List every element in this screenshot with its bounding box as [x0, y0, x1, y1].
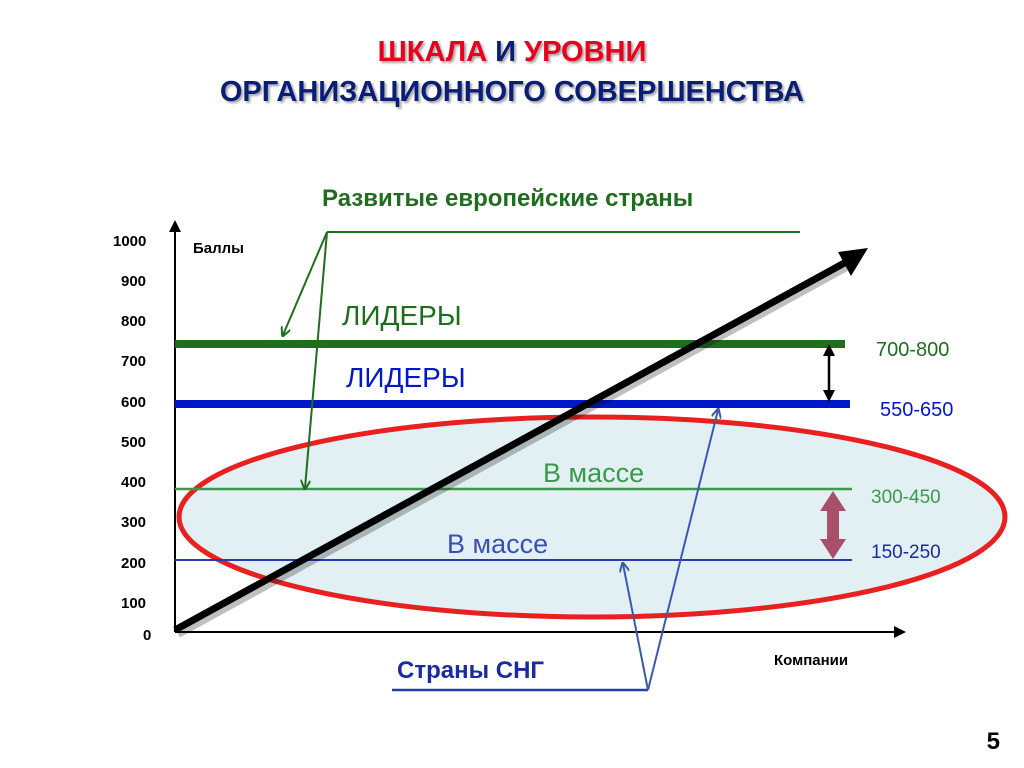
- cis-countries-label: Страны СНГ: [397, 657, 544, 684]
- y-tick-1000: 1000: [113, 233, 146, 250]
- x-axis-label: Компании: [774, 652, 848, 669]
- slide-title-line2: ОРГАНИЗАЦИОННОГО СОВЕРШЕНСТВА: [219, 76, 805, 108]
- european-arrow-to-mass: [305, 231, 328, 488]
- y-tick-500: 500: [121, 434, 146, 451]
- y-tick-200: 200: [121, 555, 146, 572]
- y-tick-600: 600: [121, 394, 146, 411]
- title-word-levels: УРОВНИ: [524, 36, 647, 68]
- y-tick-300: 300: [121, 514, 146, 531]
- mass-zone-ellipse: [176, 414, 1008, 620]
- cis-leaders-label: ЛИДЕРЫ: [346, 362, 466, 393]
- growth-arrow: [173, 257, 850, 634]
- cis-arrow-to-leaders: [647, 410, 718, 691]
- mass-range-arrow: [820, 491, 846, 559]
- growth-arrow-shadow: [176, 260, 854, 638]
- y-tick-0: 0: [143, 627, 151, 644]
- range-cis-leaders: 550-650: [880, 399, 953, 421]
- range-european-mass: 300-450: [871, 487, 941, 508]
- y-tick-800: 800: [121, 313, 146, 330]
- y-tick-900: 900: [121, 273, 146, 290]
- european-mass-label: В массе: [543, 458, 644, 488]
- growth-arrow-head: [838, 248, 868, 276]
- range-cis-mass: 150-250: [871, 542, 941, 563]
- title-word-scale: ШКАЛА: [377, 36, 488, 68]
- y-tick-700: 700: [121, 353, 146, 370]
- page-number: 5: [986, 728, 1000, 755]
- european-arrow-to-leaders: [283, 231, 328, 335]
- range-european-leaders: 700-800: [876, 339, 949, 361]
- y-tick-100: 100: [121, 595, 146, 612]
- y-axis-label: Баллы: [193, 240, 244, 257]
- cis-arrow-to-mass: [623, 564, 649, 691]
- european-leaders-label: ЛИДЕРЫ: [342, 300, 462, 331]
- cis-mass-label: В массе: [447, 529, 548, 559]
- european-countries-label: Развитые европейские страны: [322, 185, 693, 212]
- y-tick-400: 400: [121, 474, 146, 491]
- slide-title-line1: ШКАЛА И УРОВНИ: [0, 34, 1024, 70]
- title-word-and: И: [495, 36, 516, 68]
- leaders-range-arrow: [823, 344, 835, 402]
